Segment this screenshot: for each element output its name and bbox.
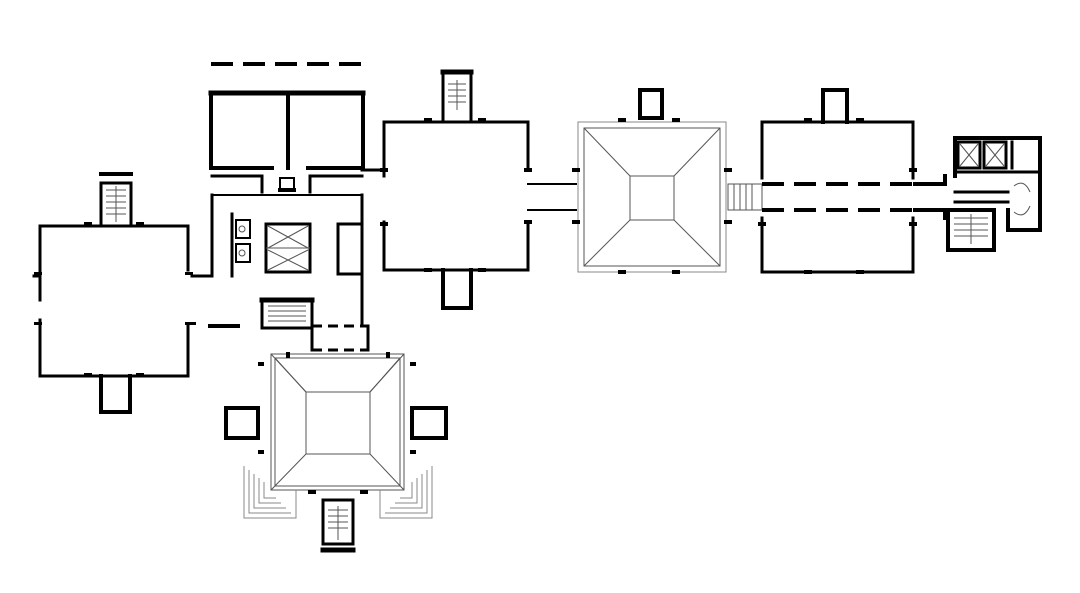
south-stair-tower [321, 498, 355, 546]
north-central-block [188, 62, 388, 352]
east-service-wing [913, 136, 1042, 252]
central-stair [260, 298, 314, 330]
east-pavilion-roof-apex [629, 175, 675, 221]
east-hall [758, 88, 917, 274]
east-pavilion-north-box [638, 88, 664, 120]
south-pavilion-west-steps [243, 466, 297, 519]
south-pavilion [224, 352, 448, 553]
east-pavilion [572, 88, 763, 274]
west-stair-tower [99, 181, 133, 228]
west-hall-south-bay [99, 374, 132, 414]
west-hall [32, 172, 193, 414]
south-pavilion-west-box [224, 406, 260, 440]
central-hall [380, 69, 577, 310]
south-pavilion-roof-apex [305, 391, 371, 455]
east-elevator-a [956, 140, 982, 170]
east-hall-north-bay [821, 88, 849, 124]
east-elevator-b [982, 140, 1008, 170]
central-hall-south-bay [441, 268, 473, 310]
east-stair-tower [946, 208, 996, 252]
south-pavilion-east-box [410, 406, 448, 440]
south-pavilion-east-steps [379, 466, 433, 519]
